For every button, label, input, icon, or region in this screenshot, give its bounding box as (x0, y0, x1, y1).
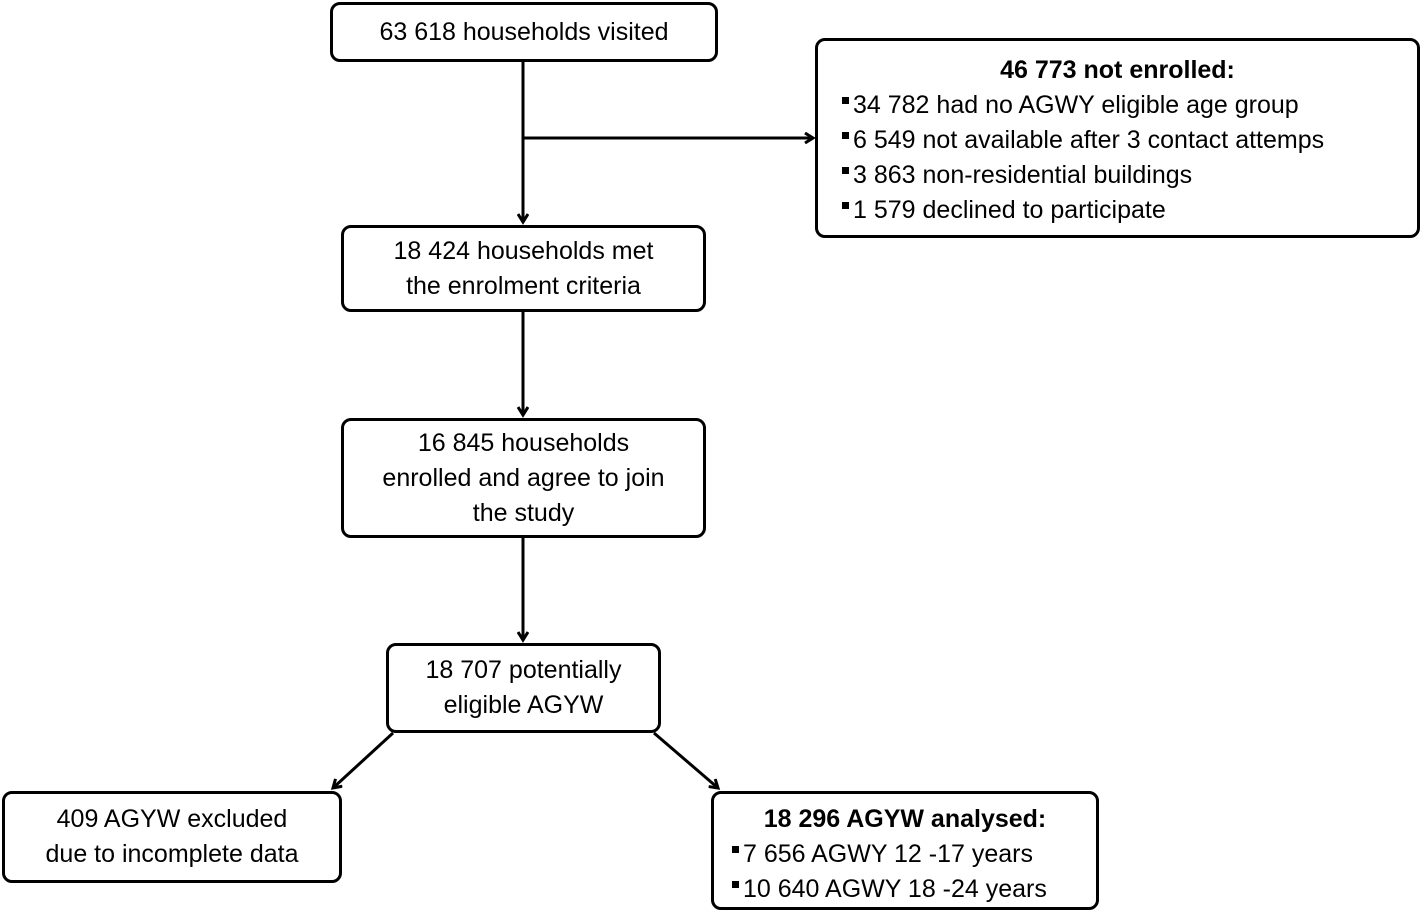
enrolled-line: 16 845 households (417, 428, 630, 457)
arrow-eligible-to-analysed (653, 731, 718, 788)
bullet-icon (842, 166, 849, 174)
eligible-line: 18 707 potentially (425, 656, 622, 684)
not-enrolled-item: 3 863 non-residential buildings (842, 158, 1417, 193)
met-criteria-line: 18 424 households met (393, 236, 654, 265)
not-enrolled-item: 6 549 not available after 3 contact atte… (842, 123, 1417, 158)
bullet-icon (842, 131, 849, 139)
met-criteria-box: 18 424 households met the enrolment crit… (341, 225, 706, 312)
analysed-item: 7 656 AGWY 12 -17 years (732, 837, 1096, 872)
met-criteria-line: the enrolment criteria (406, 271, 641, 300)
households-visited-box: 63 618 households visited (330, 2, 718, 62)
analysed-heading: 18 296 AGYW analysed: (763, 805, 1047, 833)
not-enrolled-heading: 46 773 not enrolled: (1000, 56, 1235, 84)
bullet-icon (842, 201, 849, 209)
not-enrolled-item: 34 782 had no AGWY eligible age group (842, 88, 1417, 123)
bullet-icon (732, 880, 739, 888)
eligible-agyw-box: 18 707 potentially eligible AGYW (386, 643, 661, 733)
analysed-box: 18 296 AGYW analysed: 7 656 AGWY 12 -17 … (711, 791, 1099, 910)
not-enrolled-box: 46 773 not enrolled: 34 782 had no AGWY … (815, 38, 1420, 238)
excluded-line: due to incomplete data (45, 840, 299, 868)
enrolled-line: the study (472, 498, 575, 527)
not-enrolled-item: 1 579 declined to participate (842, 193, 1417, 228)
enrolled-box: 16 845 households enrolled and agree to … (341, 418, 706, 538)
eligible-line: eligible AGYW (443, 691, 604, 719)
excluded-line: 409 AGYW excluded (56, 805, 288, 833)
enrolled-line: enrolled and agree to join (382, 463, 665, 492)
analysed-item: 10 640 AGWY 18 -24 years (732, 872, 1096, 907)
arrow-eligible-to-excluded (333, 731, 395, 788)
bullet-icon (732, 845, 739, 853)
households-visited-text: 63 618 households visited (379, 17, 669, 46)
bullet-icon (842, 96, 849, 104)
excluded-box: 409 AGYW excluded due to incomplete data (2, 791, 342, 883)
